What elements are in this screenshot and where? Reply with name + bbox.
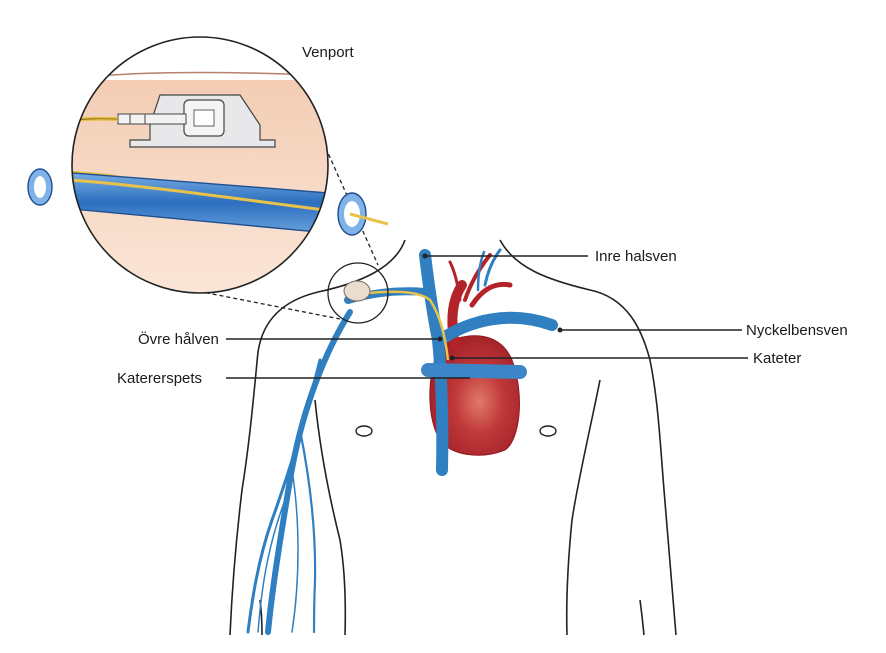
arteries <box>447 253 513 350</box>
label-inre-halsven: Inre halsven <box>595 248 677 265</box>
label-ovre-halven: Övre hålven <box>138 330 219 348</box>
leader-lines <box>226 255 748 379</box>
label-venport: Venport <box>302 44 355 61</box>
zoom-inset <box>27 36 389 294</box>
port-location-circle <box>327 262 389 324</box>
vein-cross-section <box>72 169 328 236</box>
nipple-left <box>355 425 373 437</box>
label-katererspets: Katererspets <box>117 370 202 387</box>
label-nyckelbensven: Nyckelbensven <box>746 322 848 339</box>
arm-veins <box>246 309 353 635</box>
port-device <box>117 94 276 148</box>
catheter-tip-zoom <box>349 212 389 226</box>
port-small <box>343 280 371 302</box>
leader-dots <box>422 253 563 361</box>
nipple-right <box>539 425 557 437</box>
label-kateter: Kateter <box>753 350 801 367</box>
catheter-in-body <box>369 290 450 361</box>
